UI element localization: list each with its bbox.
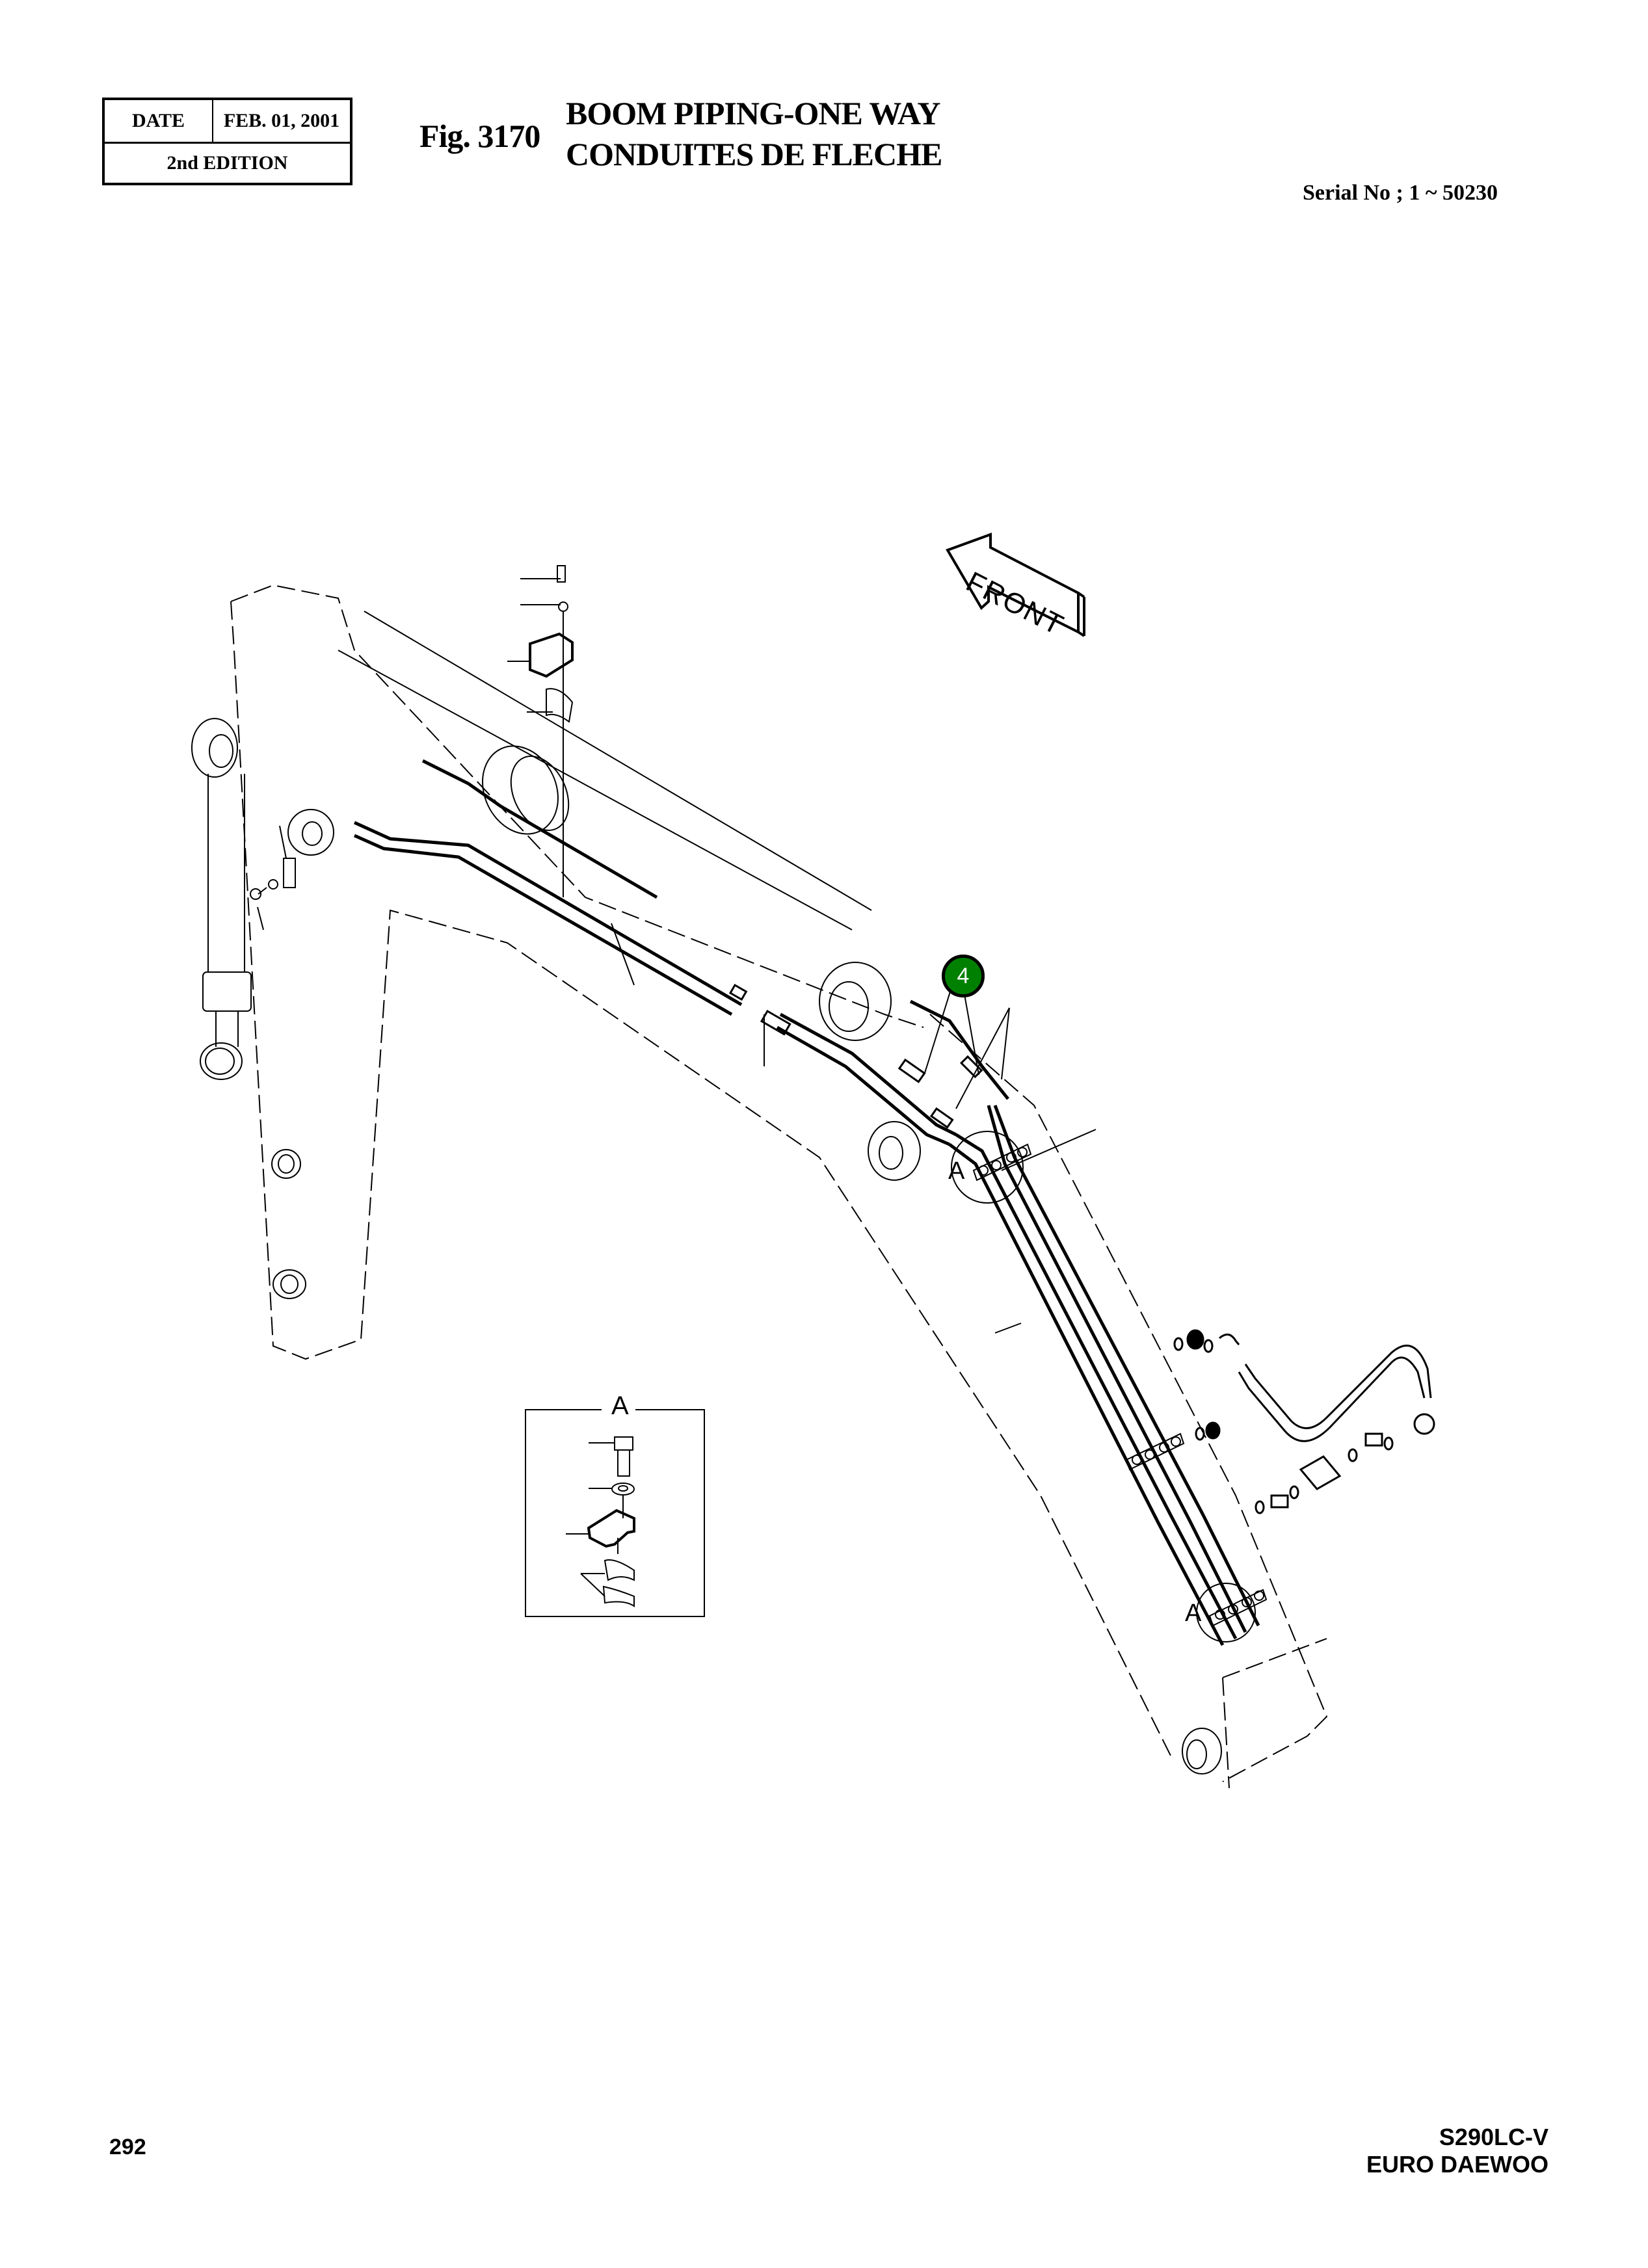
date-label: DATE xyxy=(105,100,213,142)
date-row: DATE FEB. 01, 2001 xyxy=(105,100,350,144)
figure-number: Fig. 3170 xyxy=(419,118,540,154)
boom-outline xyxy=(230,584,1328,1789)
page-title-fr: CONDUITES DE FLECHE xyxy=(566,136,942,172)
arm-cylinder xyxy=(191,718,252,1080)
date-edition-box: DATE FEB. 01, 2001 2nd EDITION xyxy=(102,98,352,185)
detail-view-a-label: A xyxy=(605,1391,635,1421)
section-label-a-lower: A xyxy=(1185,1600,1202,1627)
part-callout-4[interactable]: 4 xyxy=(942,955,985,997)
boom-foot-pins xyxy=(271,809,1222,1774)
boom-cylinder xyxy=(338,611,892,1041)
edition-label: 2nd EDITION xyxy=(166,152,288,174)
date-value: FEB. 01, 2001 xyxy=(223,110,340,131)
detail-view-a xyxy=(525,1409,705,1617)
front-arrow-icon xyxy=(946,533,1085,637)
model-name: S290LC-V xyxy=(1439,2124,1548,2150)
page-title-en: BOOM PIPING-ONE WAY xyxy=(566,95,941,131)
serial-range: Serial No ; 1 ~ 50230 xyxy=(1303,181,1498,205)
exploded-fittings xyxy=(1173,1329,1435,1514)
left-clamp-parts xyxy=(250,825,296,930)
boom-pipes xyxy=(353,759,1260,1646)
callout-leaders xyxy=(611,923,1096,1334)
upper-clamp-parts xyxy=(507,565,574,897)
page-number: 292 xyxy=(109,2135,146,2159)
brand-name: EURO DAEWOO xyxy=(1366,2151,1548,2178)
pipe-clamps xyxy=(951,1131,1268,1642)
section-label-a-upper: A xyxy=(948,1157,965,1185)
